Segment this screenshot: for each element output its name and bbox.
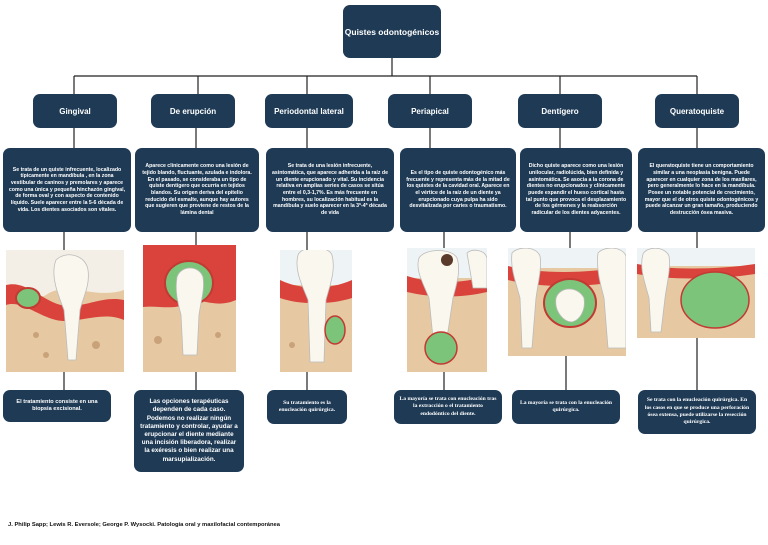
dentigerous-cyst-illustration <box>508 248 626 356</box>
treatment-periodontal-lateral: Su tratamiento es la enucleación quirúrg… <box>267 390 347 424</box>
eruption-cyst-illustration <box>143 245 236 372</box>
gingival-cyst-illustration <box>6 250 124 372</box>
category-periapical: Periapical <box>388 94 472 128</box>
treatment-queratoquiste: Se trata con la enucleación quirúrgica. … <box>638 390 756 434</box>
treatment-dentigero: La mayoría se trata con la enucleación q… <box>512 390 620 424</box>
periapical-cyst-illustration <box>407 248 487 372</box>
description-queratoquiste: El queratoquiste tiene un comportamiento… <box>638 148 765 232</box>
treatment-periapical: La mayoría se trata con enucleación tras… <box>394 390 502 424</box>
description-periodontal-lateral: Se trata de una lesión infrecuente, asin… <box>266 148 394 232</box>
category-dentigero: Dentígero <box>518 94 602 128</box>
category-queratoquiste: Queratoquiste <box>655 94 739 128</box>
description-de-erupcion: Aparece clínicamente como una lesión de … <box>135 148 259 232</box>
keratocyst-illustration <box>637 248 755 338</box>
category-periodontal-lateral: Periodontal lateral <box>265 94 353 128</box>
description-dentigero: Dicho quiste aparece como una lesión uni… <box>520 148 632 232</box>
treatment-gingival: El tratamiento consiste en una biopsia e… <box>3 390 111 422</box>
category-de-erupcion: De erupción <box>151 94 235 128</box>
description-periapical: Es el tipo de quiste odontogénico más fr… <box>400 148 516 232</box>
citation: J. Philip Sapp; Lewis R. Eversole; Georg… <box>8 522 281 528</box>
treatment-de-erupcion: Las opciones terapéuticas dependen de ca… <box>134 390 244 472</box>
category-gingival: Gingival <box>33 94 117 128</box>
description-gingival: Se trata de un quiste infrecuente, local… <box>3 148 131 232</box>
periodontal-lateral-cyst-illustration <box>280 250 352 372</box>
root-title: Quistes odontogénicos <box>343 5 441 58</box>
